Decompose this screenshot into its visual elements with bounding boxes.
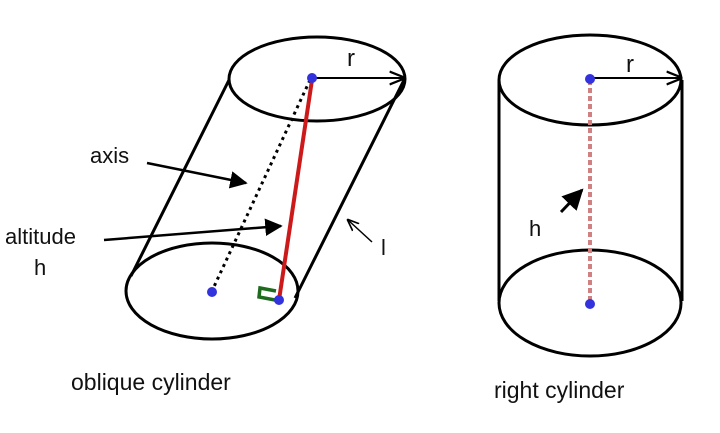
altitude-h-label: h (34, 255, 46, 280)
slant-pointer-arrow (348, 220, 373, 243)
right-bottom-center-point (585, 299, 595, 309)
axis-label: axis (90, 143, 129, 168)
right-angle-marker (257, 285, 277, 302)
right-caption: right cylinder (494, 377, 625, 403)
oblique-bottom-center-point (207, 287, 217, 297)
oblique-caption: oblique cylinder (71, 369, 231, 395)
oblique-top-center-point (307, 73, 317, 83)
right-cylinder: r h right cylinder (494, 33, 684, 403)
oblique-bottom-base (124, 241, 300, 341)
oblique-altitude (277, 79, 314, 301)
oblique-left-side (129, 79, 231, 277)
altitude-pointer-arrow (103, 218, 283, 242)
right-radius-label: r (626, 51, 634, 78)
right-top-center-point (585, 74, 595, 84)
right-height-label: h (529, 216, 541, 241)
height-pointer-arrow (559, 188, 584, 214)
axis-pointer-arrow (146, 161, 248, 189)
oblique-right-side (293, 79, 406, 299)
slant-height-label: l (381, 235, 386, 260)
altitude-foot-point (274, 295, 284, 305)
oblique-cylinder: r axis altitude h l oblique cylinder (5, 35, 407, 395)
oblique-radius-label: r (347, 45, 355, 72)
altitude-label: altitude (5, 224, 76, 249)
